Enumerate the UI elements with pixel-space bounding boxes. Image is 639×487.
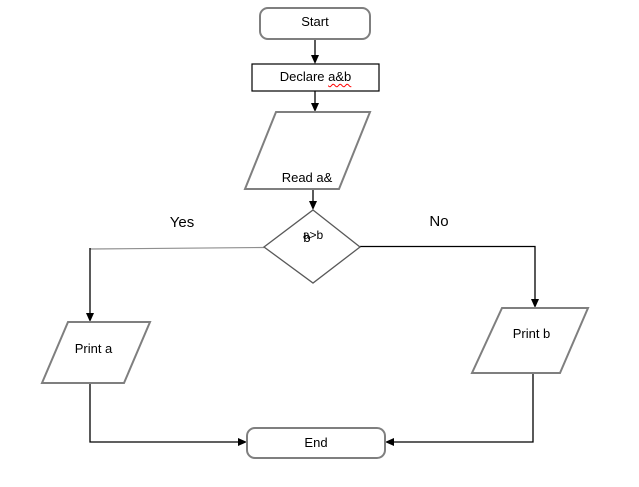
connector-printb-end: [385, 373, 534, 446]
declare-label-misspelled-text: a&b: [328, 69, 352, 84]
end-shape: [246, 427, 386, 459]
read-label-line1: Read a&: [281, 170, 333, 185]
print-a-label: Print a: [74, 341, 113, 356]
connector-no-branch: [360, 245, 539, 308]
read-label-line2: b: [303, 230, 311, 245]
print-a-shape: [40, 321, 152, 384]
connector-printa-end: [89, 383, 247, 446]
declare-shape: [251, 63, 380, 92]
declare-label-text: Declare: [279, 69, 329, 84]
read-shape: [243, 111, 372, 190]
connector-yes-horizontal: [89, 246, 265, 250]
yes-branch-label: Yes: [169, 214, 195, 231]
print-b-label: Print b: [512, 326, 551, 341]
start-label: Start: [301, 14, 329, 29]
no-branch-label: No: [429, 213, 449, 230]
decision-shape: [262, 209, 362, 284]
read-label: Read a& b: [262, 128, 352, 288]
declare-label: Declare a&b: [252, 69, 379, 85]
print-b-shape: [470, 307, 590, 374]
start-shape: [259, 7, 371, 40]
end-label: End: [304, 435, 328, 450]
decision-label: a>b: [302, 228, 324, 242]
